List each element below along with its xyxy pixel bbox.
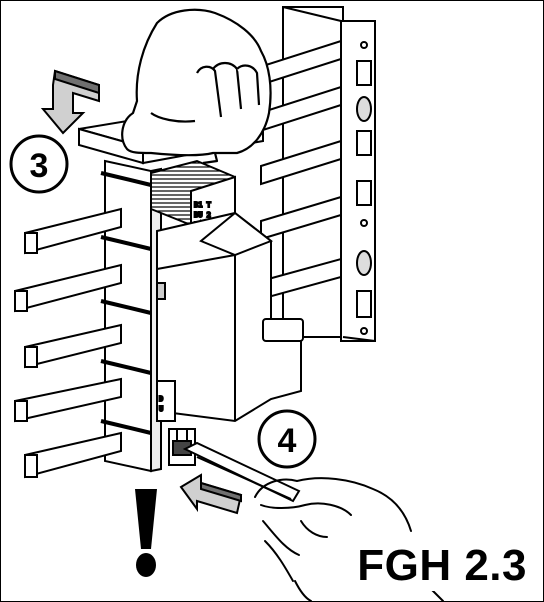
front-bus-bars (14, 207, 122, 479)
step-4-number: 4 (278, 422, 297, 460)
svg-text:D: D (159, 395, 163, 403)
insert-arrow-icon (179, 473, 243, 515)
svg-text:B1 T: B1 T (194, 201, 212, 209)
rear-bus-bars (240, 39, 342, 301)
step-3-number: 3 (30, 147, 49, 185)
top-hand (121, 8, 272, 165)
bottom-hand (254, 477, 444, 601)
figure-label: FGH 2.3 (353, 541, 531, 591)
step-4-marker: 4 (257, 409, 317, 469)
svg-text:BU 2: BU 2 (194, 211, 211, 219)
device-module: D U (156, 211, 304, 423)
svg-text:U: U (159, 405, 163, 413)
exclamation-icon (135, 489, 157, 577)
screwdriver (182, 441, 301, 503)
step-3-marker: 3 (9, 134, 69, 194)
push-down-arrow-icon (40, 69, 100, 135)
